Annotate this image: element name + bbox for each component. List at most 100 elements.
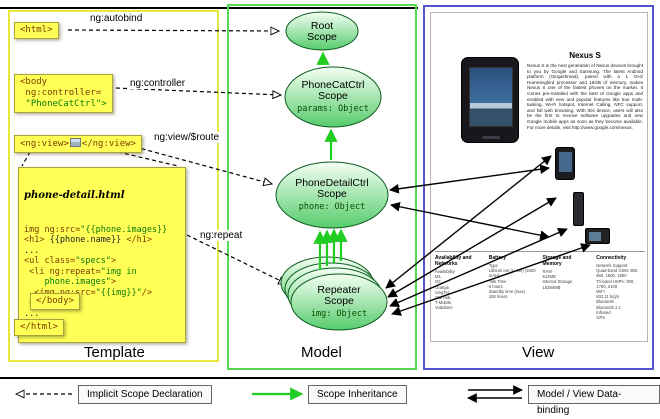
spec-item: Tri-band HSPA: 900, 1700, 2100 <box>596 278 635 289</box>
model-column-label: Model <box>301 344 342 361</box>
body-open-tag-lines: <body ng:controller= "PhoneCatCtrl"> <box>20 77 107 110</box>
scope-name-line2: Scope <box>324 295 354 307</box>
scope-model-detail: params: Object <box>297 104 369 114</box>
phone-detail-template-box: phone-detail.html img ng:src="{{phone.im… <box>18 167 186 343</box>
scope-model-detail: img: Object <box>310 309 368 319</box>
spec-header: Battery <box>488 255 506 261</box>
template-column-label: Template <box>84 344 145 361</box>
spec-item: Vodafone <box>435 305 453 311</box>
view-placeholder-icon <box>69 138 81 147</box>
legend-model-view-data-binding: Model / View Data-binding <box>528 385 660 416</box>
scope-model-detail: phone: Object <box>298 202 366 212</box>
template-column-frame <box>8 10 219 362</box>
root-scope-label: Root Scope <box>286 21 358 43</box>
spec-item: Lithium Ion (Li-Ion) (1500 mAH) <box>488 268 536 279</box>
scope-name-line1: PhoneDetailCtrl <box>295 177 369 189</box>
thumbnail-screen <box>589 232 601 241</box>
spec-item: 802.11 b/g/n <box>596 294 620 300</box>
phonecatctrl-scope-label: PhoneCatCtrl Scope params: Object <box>281 80 385 115</box>
code-segment: /> <box>141 287 152 298</box>
code-segment: > <box>111 256 117 266</box>
html-close-tag: </html> <box>20 322 58 332</box>
code-segment: img ng:src= <box>24 224 81 235</box>
html-close-tag-box: </html> <box>14 319 64 336</box>
phone-key <box>482 136 500 139</box>
top-divider <box>0 7 418 9</box>
code-line: ... <box>24 246 180 257</box>
body-close-tag: </body> <box>36 296 74 306</box>
label-ng-controller: ng:controller <box>128 78 188 89</box>
scope-name-line1: Repeater <box>317 284 361 296</box>
legend-divider <box>0 377 660 379</box>
ng-view-tag-box: <ng:view></ng:view> <box>14 135 142 153</box>
scope-name-line1: PhoneCatCtrl <box>301 79 365 91</box>
code-segment: <body <box>20 77 48 87</box>
template-code: img ng:src="{{phone.images}}<h1> {{phone… <box>24 225 180 330</box>
code-segment: "specs" <box>75 256 112 266</box>
code-segment: <li ng:repeat= <box>24 266 101 277</box>
code-segment: ... <box>24 308 40 319</box>
scope-name-line2: Scope <box>307 31 337 43</box>
phone-thumbnail-3 <box>585 228 610 244</box>
code-segment: "{{phone.images}} <box>80 224 168 235</box>
view-column-label: View <box>522 344 555 361</box>
code-segment: > <box>111 277 117 287</box>
phone-image <box>461 57 519 143</box>
code-segment: <h1> <box>24 235 45 245</box>
spec-item: Infrared <box>596 309 611 315</box>
label-ng-view-route: ng:view/$route <box>152 132 222 143</box>
phone-description: Nexus S is the next generation of Nexus … <box>527 63 643 130</box>
spec-header: Availability and Networks <box>435 255 472 267</box>
spec-item: Bluetooth <box>596 299 614 305</box>
spec-item: Bluetooth 2.1 <box>596 304 621 310</box>
legend-scope-inheritance: Scope Inheritance <box>308 385 407 404</box>
spec-item: WiFi <box>596 289 605 295</box>
code-segment: </h1> <box>126 235 152 245</box>
phone-title: Nexus S <box>569 51 601 60</box>
code-segment: ... <box>24 245 40 256</box>
spec-item: Quad-band GSM: 850, 900, 1800, 1900 <box>596 268 639 279</box>
html-open-tag: <html> <box>20 25 53 35</box>
ng-view-close-tag: </ng:view> <box>81 139 136 149</box>
spec-header: Connectivity <box>596 255 627 261</box>
scope-name-line1: Root <box>310 20 334 32</box>
spec-item: Network Support <box>596 263 628 268</box>
code-line: <h1> {{phone.name}} </h1> <box>24 235 180 246</box>
phone-detail-page-preview: Nexus S Nexus S is the next generation o… <box>430 12 648 342</box>
label-ng-repeat: ng:repeat <box>198 230 245 241</box>
code-line: <li ng:repeat="img in <box>24 267 180 278</box>
scope-name-line2: Scope <box>317 188 347 200</box>
code-line: <img ng:src="{{img}}"/> <box>24 288 180 299</box>
spec-item: GPS <box>596 315 606 321</box>
code-line: ng:controller= <box>20 88 107 99</box>
scope-name-line2: Scope <box>318 90 348 102</box>
code-line: img ng:src="{{phone.images}} <box>24 225 180 236</box>
phone-screen <box>469 67 513 127</box>
body-close-tag-box: </body> <box>30 293 80 310</box>
spec-header: Storage and Memory <box>542 255 572 267</box>
repeater-scope-label: Repeater Scope img: Object <box>289 285 389 320</box>
code-segment: "PhoneCatCtrl"> <box>20 99 107 109</box>
code-segment: <img ng:src= <box>24 288 95 298</box>
phone-thumbnail-2 <box>573 192 584 226</box>
spec-item: 16384MB <box>542 284 561 290</box>
body-open-tag-box: <body ng:controller= "PhoneCatCtrl"> <box>14 74 113 113</box>
code-line: <ul class="specs"> <box>24 256 180 267</box>
code-line: "PhoneCatCtrl"> <box>20 99 107 110</box>
phone-thumbnail-1 <box>555 147 575 180</box>
code-line: <body <box>20 77 107 88</box>
label-ng-autobind: ng:autobind <box>88 13 145 24</box>
code-segment: {{phone.name}} <box>44 235 127 245</box>
spec-item: 428 hours <box>488 294 508 300</box>
html-open-tag-box: <html> <box>14 22 59 39</box>
code-line: ... <box>24 309 180 320</box>
code-segment: "img in <box>100 266 137 277</box>
code-segment: "{{img}}" <box>95 287 142 298</box>
code-line: phone.images"> <box>24 277 180 288</box>
